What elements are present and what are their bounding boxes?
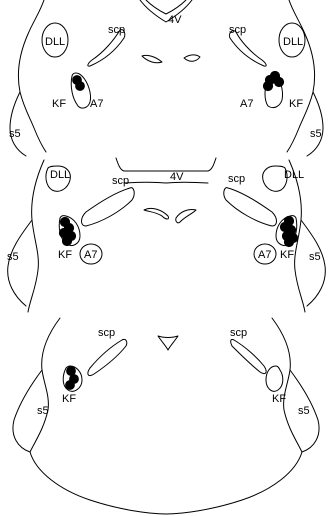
section-2-lateral-left [8, 220, 32, 306]
label-s5-right: s5 [309, 251, 321, 263]
section-2-markers-right [280, 216, 298, 247]
label-kf-left: KF [58, 249, 72, 261]
label-dll-right: DLL [284, 169, 304, 181]
label-4v: 4V [170, 171, 184, 183]
section-1-markers-left [72, 75, 84, 90]
marker-dot [65, 380, 74, 389]
section-3-kf-right [266, 366, 283, 391]
section-3-fourth-ventricle [158, 336, 178, 350]
section-3-markers-left [65, 366, 78, 389]
section-1-markers-right [263, 71, 284, 91]
label-s5-left: s5 [37, 405, 49, 417]
section-2-lateral-right [301, 220, 325, 306]
marker-dot [263, 81, 273, 91]
label-scp-left: scp [108, 24, 125, 36]
section-3-scp-left [88, 339, 127, 375]
marker-dot [62, 236, 72, 246]
section-1-central-mark-left [142, 55, 162, 62]
section-2-scp-left [82, 188, 135, 226]
section-1-central-mark-right [184, 55, 200, 61]
label-dll-left: DLL [50, 169, 70, 181]
section-2-central-mark-left [144, 208, 169, 219]
section-1-lateral-notch-left [10, 92, 26, 156]
label-4v: 4V [168, 14, 182, 26]
label-s5-left: s5 [9, 128, 21, 140]
label-kf-left: KF [62, 393, 76, 405]
label-kf-right: KF [289, 98, 303, 110]
section-middle: DLL DLL scp scp 4V KF A7 A7 KF s5 s5 [7, 158, 325, 312]
section-1-fourth-ventricle [140, 0, 192, 22]
label-s5-left: s5 [7, 251, 19, 263]
label-scp-left: scp [112, 175, 129, 187]
label-scp-left: scp [98, 327, 115, 339]
marker-dot [274, 77, 284, 87]
section-1-lateral-notch-right [307, 92, 323, 156]
section-2-central-mark-right [176, 209, 196, 222]
label-scp-right: scp [230, 327, 247, 339]
section-2-fourth-ventricle-roof [124, 182, 208, 183]
label-s5-right: s5 [298, 405, 310, 417]
label-a7-right: A7 [258, 249, 271, 261]
section-2-markers-left [59, 217, 76, 246]
marker-dot [284, 237, 294, 247]
label-s5-right: s5 [310, 128, 322, 140]
section-caudal: scp scp KF KF s5 s5 [13, 318, 319, 514]
label-a7-right: A7 [240, 98, 253, 110]
section-2-scp-right [224, 188, 277, 226]
label-dll-left: DLL [45, 36, 65, 48]
label-kf-right: KF [280, 249, 294, 261]
label-a7-left: A7 [84, 249, 97, 261]
section-2-fourth-ventricle [116, 158, 216, 171]
section-3-scp-right [231, 339, 266, 373]
label-a7-left: A7 [90, 98, 103, 110]
marker-dot [75, 81, 84, 90]
section-1-scp-right [229, 31, 266, 66]
label-kf-left: KF [52, 98, 66, 110]
label-kf-right: KF [272, 393, 286, 405]
label-dll-right: DLL [283, 36, 303, 48]
label-scp-right: scp [228, 173, 245, 185]
section-rostral: DLL DLL scp scp 4V KF A7 A7 KF s5 s5 [9, 0, 323, 156]
label-scp-right: scp [229, 24, 246, 36]
